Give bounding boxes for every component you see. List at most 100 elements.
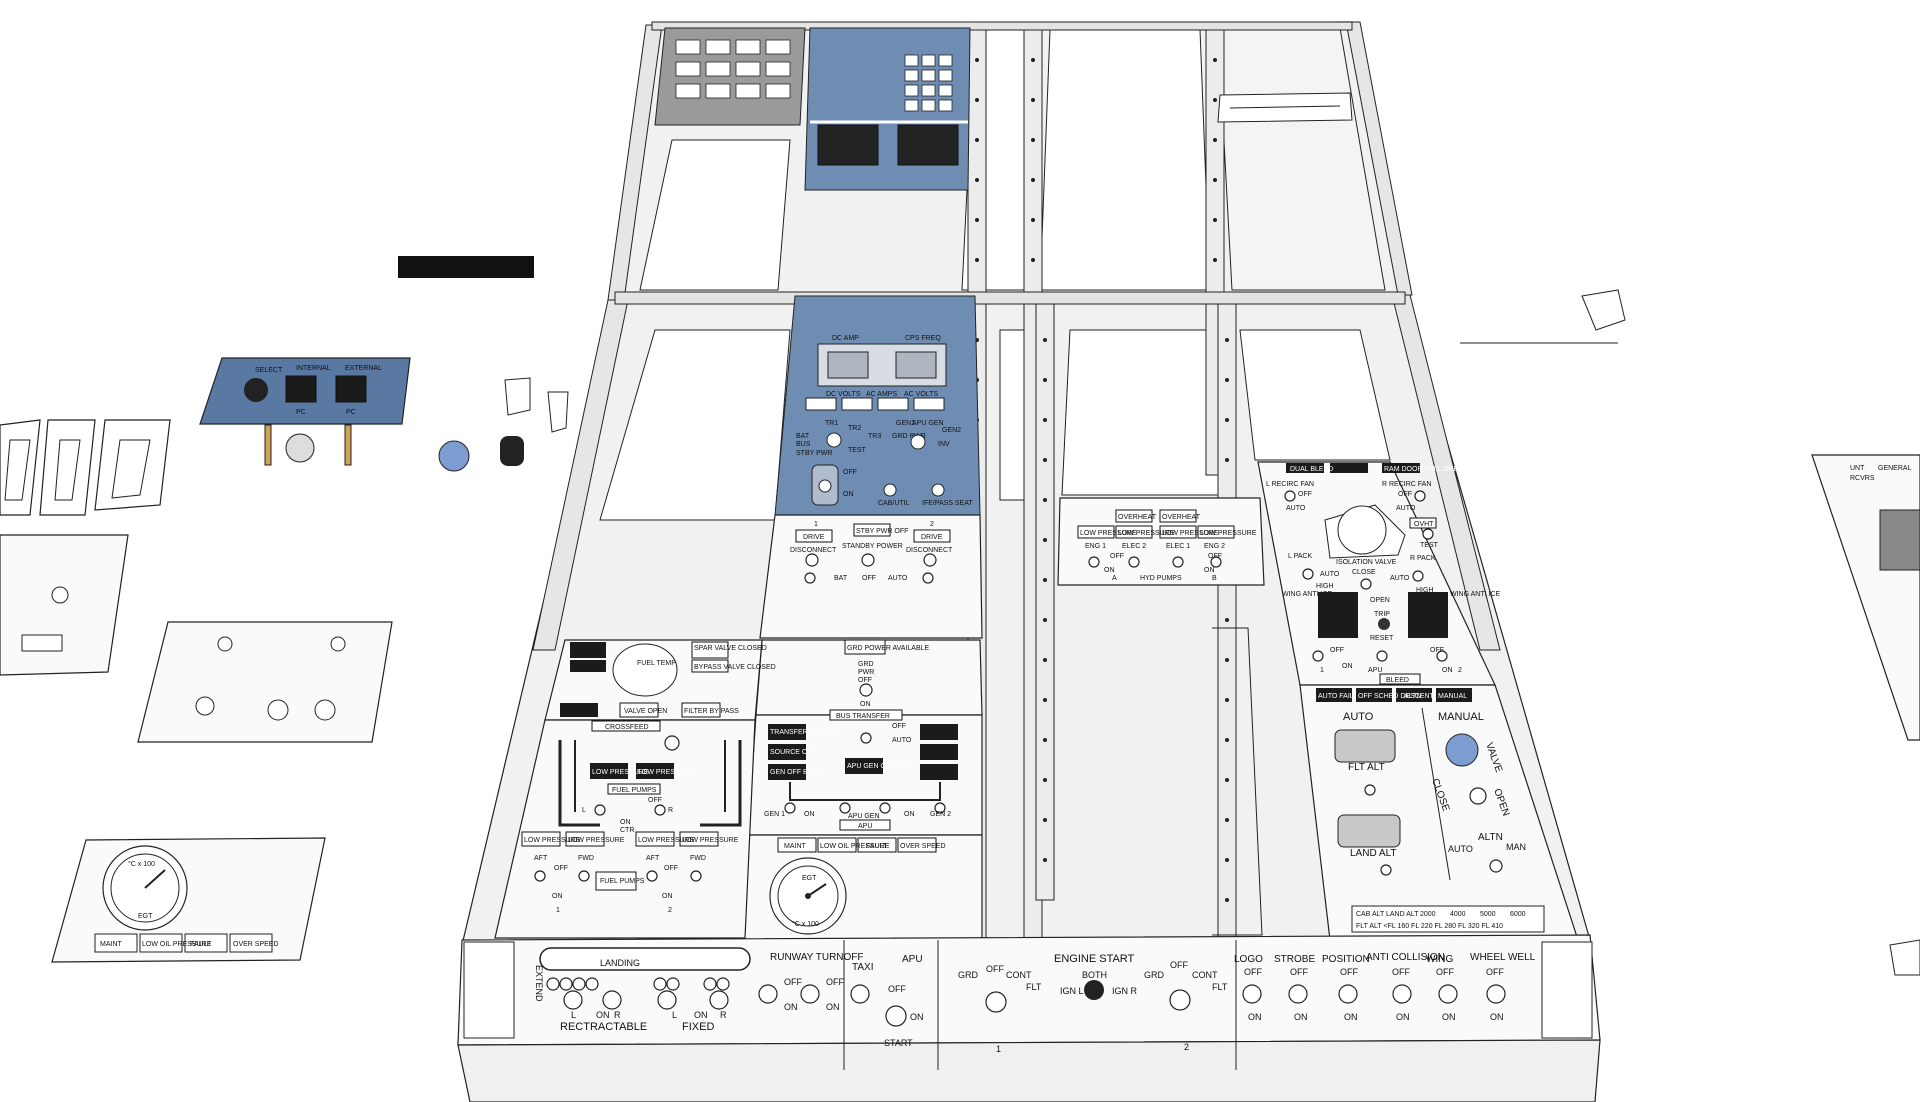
r-recirc-fan-label: R RECIRC FAN	[1382, 481, 1431, 488]
retractable-l-switch-icon[interactable]	[563, 990, 583, 1010]
aft1-label: AFT	[534, 855, 548, 862]
flt-alt-knob-icon[interactable]	[1364, 784, 1376, 796]
bleed-air-panel: DUAL BLEED RAM DOOR FULL OPEN L RECIRC F…	[1257, 461, 1501, 686]
bleed-1-switch-icon[interactable]	[1312, 650, 1324, 662]
drive-disconnect-1-icon[interactable]	[805, 553, 819, 567]
anti-collision-switch-icon[interactable]	[1392, 984, 1412, 1004]
cab-util-switch-icon[interactable]	[883, 483, 897, 497]
loose-egt-label-0: MAINT	[100, 941, 123, 948]
fixed-r-switch-icon[interactable]	[709, 990, 729, 1010]
fwd-pump-2-icon[interactable]	[690, 870, 702, 882]
flt-alt-label: FLT ALT	[1348, 762, 1385, 773]
strobe-label: STROBE	[1274, 954, 1315, 965]
runway-turnoff-l-switch-icon[interactable]	[758, 984, 778, 1004]
gen1-label: GEN1	[896, 420, 915, 427]
position-switch-icon[interactable]	[1338, 984, 1358, 1004]
trip-reset-button-icon[interactable]	[1378, 618, 1390, 630]
ife-switch-icon[interactable]	[931, 483, 945, 497]
fp-r-label: R	[668, 807, 673, 814]
hyd-lowp-1-label: LOW PRESSURE	[1080, 530, 1137, 537]
elec-off-label: OFF	[843, 469, 857, 476]
logo-switch-icon[interactable]	[1242, 984, 1262, 1004]
standby-right-num: 2	[930, 521, 934, 528]
ife-pass-seat-label: IFE/PASS SEAT	[922, 500, 973, 507]
aft-pump-1-icon[interactable]	[534, 870, 546, 882]
ign-r-label: IGN R	[1112, 986, 1138, 996]
bt-auto-label: AUTO	[892, 737, 912, 744]
ground-power-switch-icon[interactable]	[859, 683, 873, 697]
taxi-switch-icon[interactable]	[850, 984, 870, 1004]
aft-pump-2-icon[interactable]	[646, 870, 658, 882]
hyd-elec2-switch-icon[interactable]	[1128, 556, 1140, 568]
apu-bleed-switch-icon[interactable]	[1376, 650, 1388, 662]
ovht-test-icon[interactable]	[1422, 528, 1434, 540]
apu-gen2-switch-icon[interactable]	[879, 802, 891, 814]
apu-overspeed-label: OVER SPEED	[900, 843, 946, 850]
dc-meter-selector-icon[interactable]	[826, 432, 842, 448]
standby-power-switch-icon[interactable]	[861, 553, 875, 567]
bl-apu-label: APU	[1368, 667, 1382, 674]
runway-turnoff-r-switch-icon[interactable]	[800, 984, 820, 1004]
es2-cont-label: CONT	[1192, 970, 1218, 980]
fp-on-label: ON	[620, 819, 631, 826]
grd-pwr-label: GRD PWR	[892, 433, 926, 440]
fixed-l-switch-icon[interactable]	[657, 990, 677, 1010]
ctr-pump-r-icon[interactable]	[654, 804, 666, 816]
select-knob-icon[interactable]	[244, 378, 268, 402]
bus-transfer-switch-icon[interactable]	[860, 732, 872, 744]
r-recirc-switch-icon[interactable]	[1414, 490, 1426, 502]
engine-start-1-selector-icon[interactable]	[985, 991, 1007, 1013]
ignition-select-switch-icon[interactable]	[1084, 980, 1104, 1000]
disconnect-left-label: DISCONNECT	[790, 547, 837, 554]
wing-anti-ice-right-label: WING ANTI ICE	[1450, 591, 1501, 598]
ac-meter-selector-icon[interactable]	[910, 434, 926, 450]
fuel-panel: SPAR VALVE CLOSED BYPASS VALVE CLOSED FU…	[544, 639, 776, 721]
black-bar-part	[398, 256, 534, 278]
hyd-eng1-switch-icon[interactable]	[1088, 556, 1100, 568]
hyd-eng2-switch-icon[interactable]	[1210, 556, 1222, 568]
pressurization-mode-selector-icon[interactable]	[1489, 859, 1503, 873]
fwd1-label: FWD	[578, 855, 594, 862]
manual-ann-label: MANUAL	[1438, 693, 1467, 700]
rt-off-right-label: OFF	[826, 977, 844, 987]
engine-start-2-selector-icon[interactable]	[1169, 989, 1191, 1011]
bl-off-left-label: OFF	[1298, 491, 1312, 498]
bt-on-right-label: ON	[904, 811, 915, 818]
apu-switch-title: APU	[902, 954, 923, 965]
hyd-a-label: A	[1112, 575, 1117, 582]
land-alt-knob-icon[interactable]	[1380, 864, 1392, 876]
engine-start-title: ENGINE START	[1054, 953, 1135, 965]
isolation-valve-switch-icon[interactable]	[1360, 578, 1372, 590]
outflow-valve-switch-icon[interactable]	[1469, 787, 1487, 805]
gen1-switch-icon[interactable]	[784, 802, 796, 814]
gen2-switch-icon[interactable]	[934, 802, 946, 814]
wheel-well-switch-icon[interactable]	[1486, 984, 1506, 1004]
bl-one-label: 1	[1320, 667, 1324, 674]
crossfeed-selector-icon[interactable]	[664, 735, 680, 751]
hyd-elec1-switch-icon[interactable]	[1172, 556, 1184, 568]
fwd1-low-pressure-label: LOW PRESSURE	[568, 837, 625, 844]
l-recirc-switch-icon[interactable]	[1284, 490, 1296, 502]
fix-l-label: L	[672, 1010, 677, 1020]
hyd-pumps-label: HYD PUMPS	[1140, 575, 1182, 582]
test-label: TEST	[848, 447, 867, 454]
bt-source-off-label: SOURCE OFF	[770, 749, 816, 756]
drive-disconnect-2-icon[interactable]	[923, 553, 937, 567]
bleed-2-switch-icon[interactable]	[1436, 650, 1448, 662]
wing-light-switch-icon[interactable]	[1438, 984, 1458, 1004]
fwd-pump-1-icon[interactable]	[578, 870, 590, 882]
hyd-on-right-label: ON	[1204, 567, 1215, 574]
loose-egt-label-3: OVER SPEED	[233, 941, 279, 948]
l-recirc-fan-label: L RECIRC FAN	[1266, 481, 1314, 488]
right-edge-panel: UNT GENERAL RCVRS	[1811, 454, 1920, 976]
apu-gen1-switch-icon[interactable]	[839, 802, 851, 814]
loose-egt-scale: °C x 100	[128, 860, 155, 868]
r-pack-switch-icon[interactable]	[1412, 570, 1424, 582]
strobe-switch-icon[interactable]	[1288, 984, 1308, 1004]
l-pack-switch-icon[interactable]	[1302, 568, 1314, 580]
apu-switch-icon[interactable]	[885, 1005, 907, 1027]
ctr-pump-l-icon[interactable]	[594, 804, 606, 816]
aft1-low-pressure-label: LOW PRESSURE	[524, 837, 581, 844]
bl-close-label: CLOSE	[1352, 569, 1376, 576]
retractable-r-switch-icon[interactable]	[602, 990, 622, 1010]
